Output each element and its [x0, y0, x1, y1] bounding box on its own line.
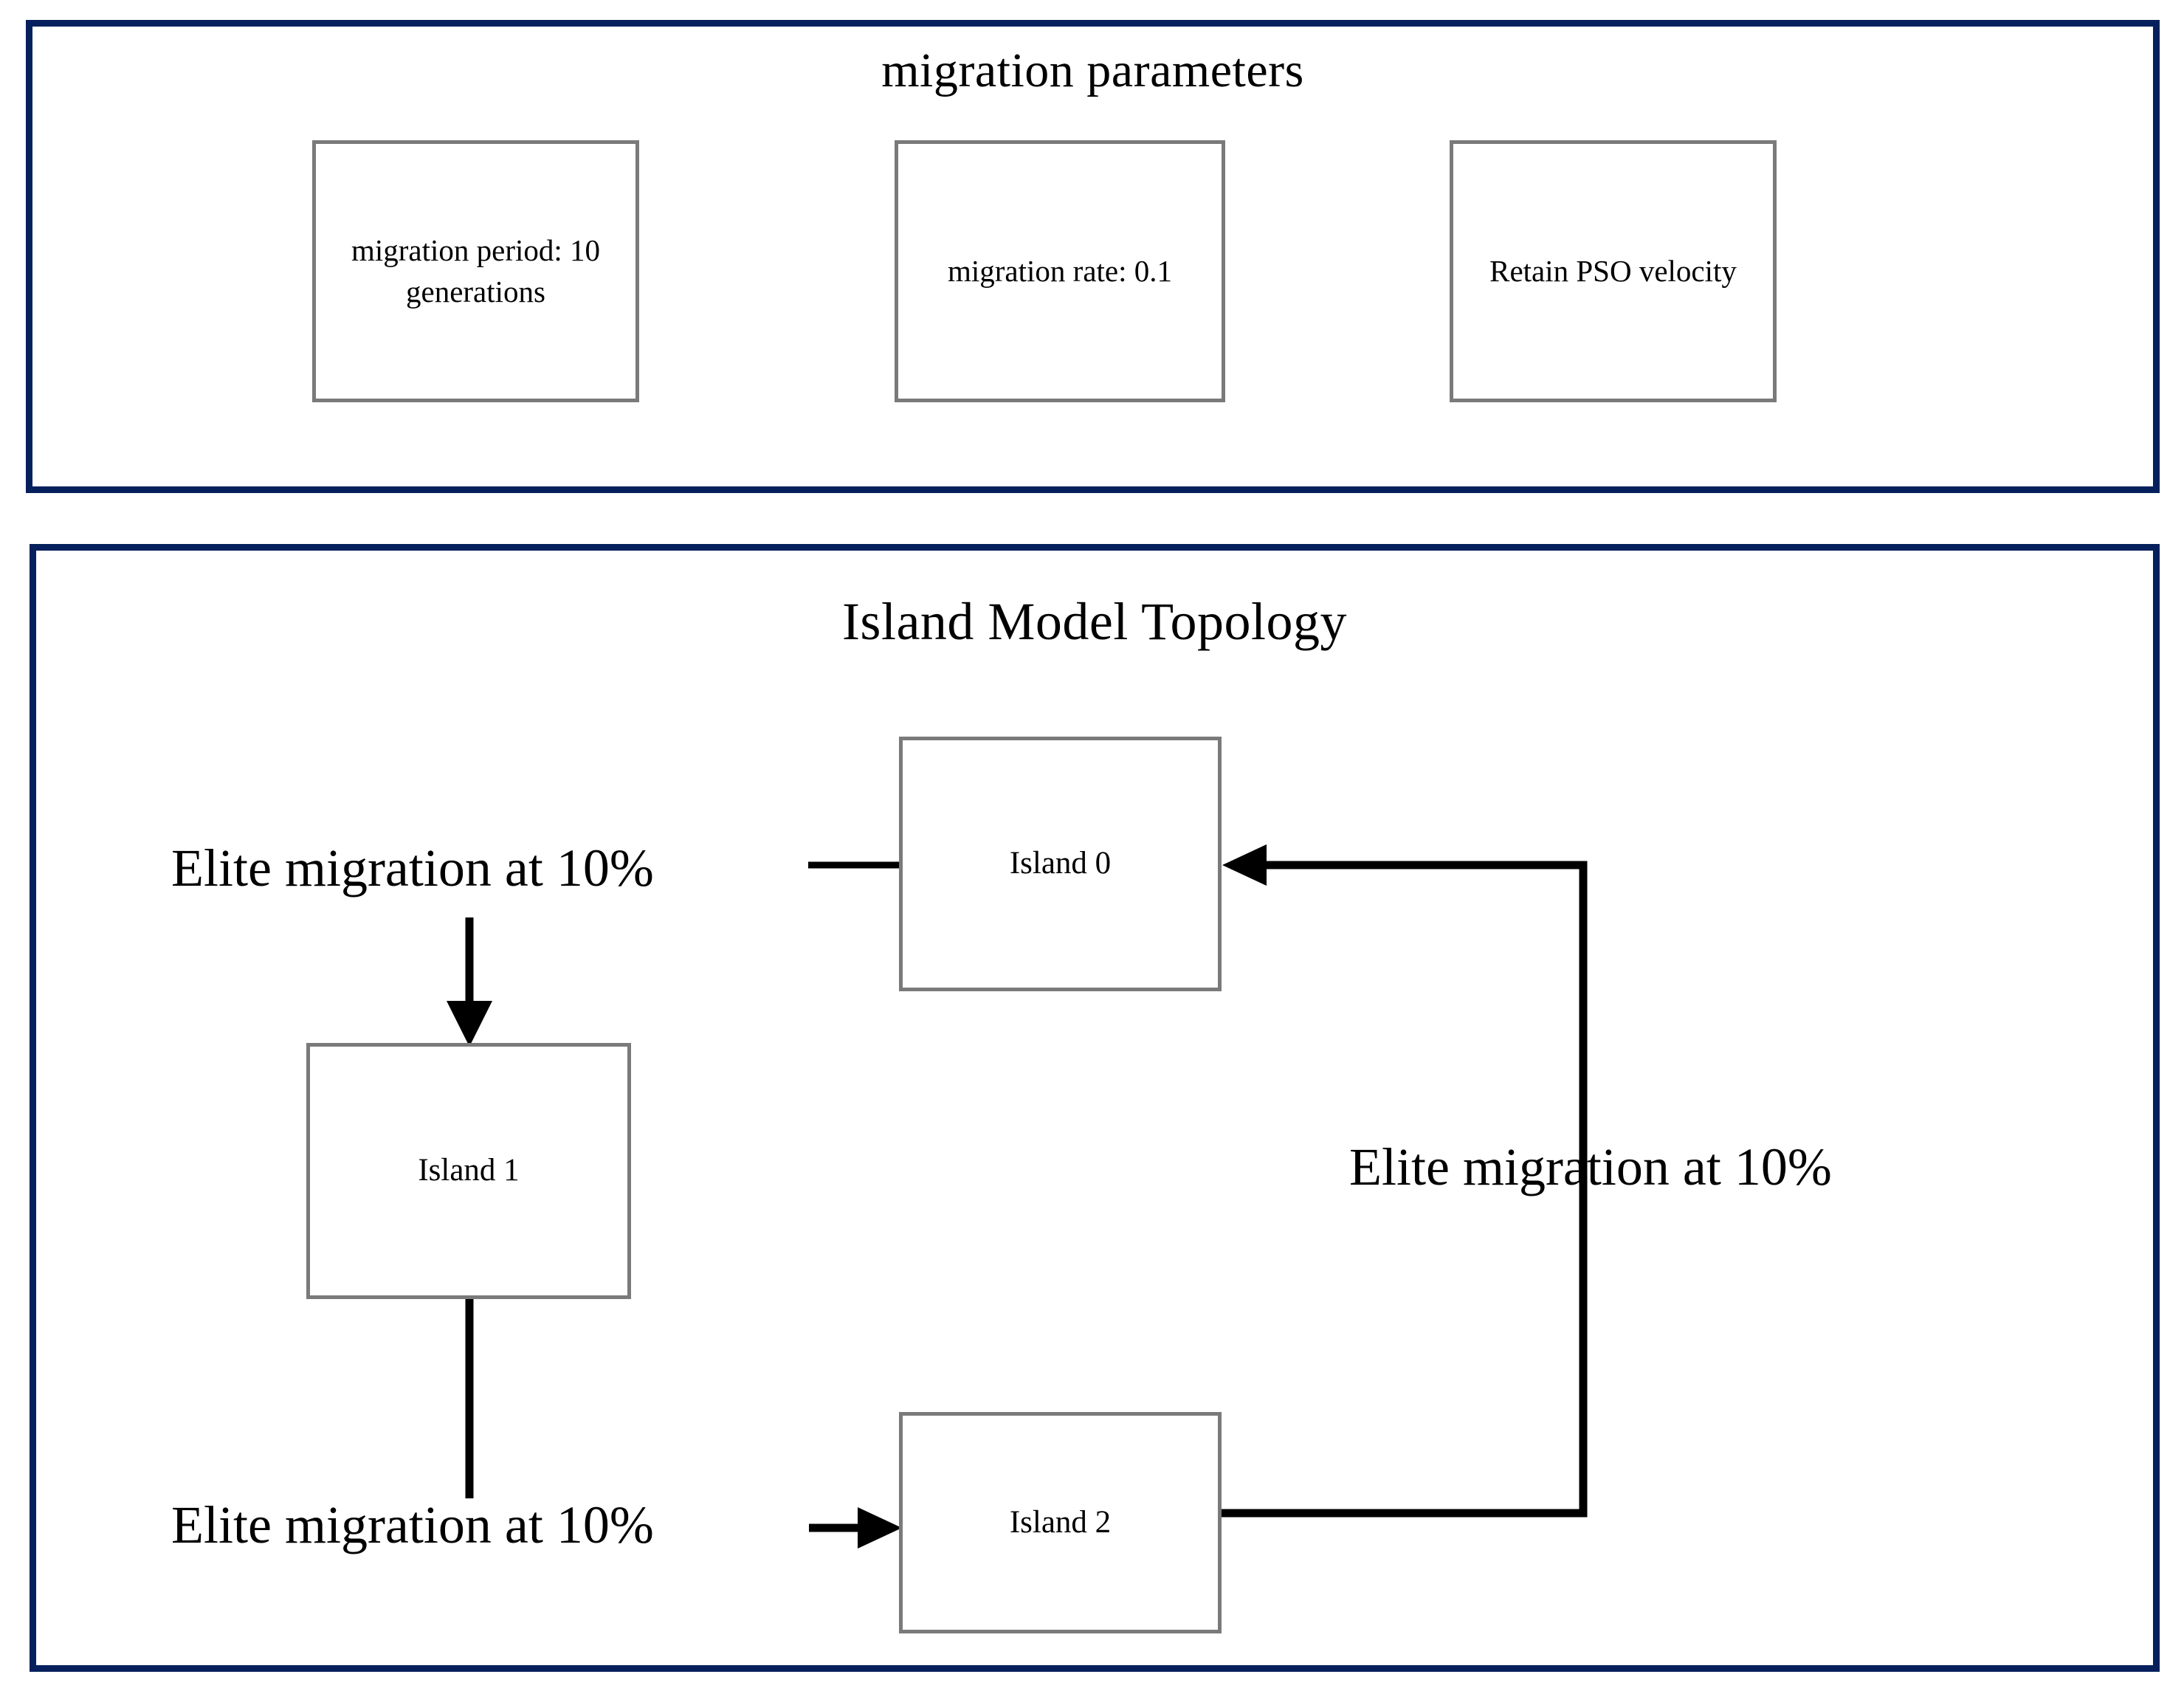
edge-label-island2-to-island0: Elite migration at 10% — [1349, 1137, 1832, 1196]
panel-title-migration-parameters: migration parameters — [881, 44, 1304, 97]
parameter-box-migration-period: migration period: 10 generations — [312, 140, 639, 402]
edge-label-island1-to-island2: Elite migration at 10% — [171, 1495, 654, 1554]
panel-title-island-model-topology: Island Model Topology — [841, 592, 1348, 651]
parameter-box-retain-pso-velocity: Retain PSO velocity — [1450, 140, 1777, 402]
edge-label-island0-inflow: Elite migration at 10% — [171, 838, 654, 898]
island-node-2: Island 2 — [899, 1412, 1222, 1633]
parameter-box-migration-rate: migration rate: 0.1 — [895, 140, 1225, 402]
island-node-0: Island 0 — [899, 737, 1222, 991]
migration-parameters-panel: migration parameters migration period: 1… — [26, 20, 2160, 493]
island-node-1: Island 1 — [306, 1043, 631, 1299]
